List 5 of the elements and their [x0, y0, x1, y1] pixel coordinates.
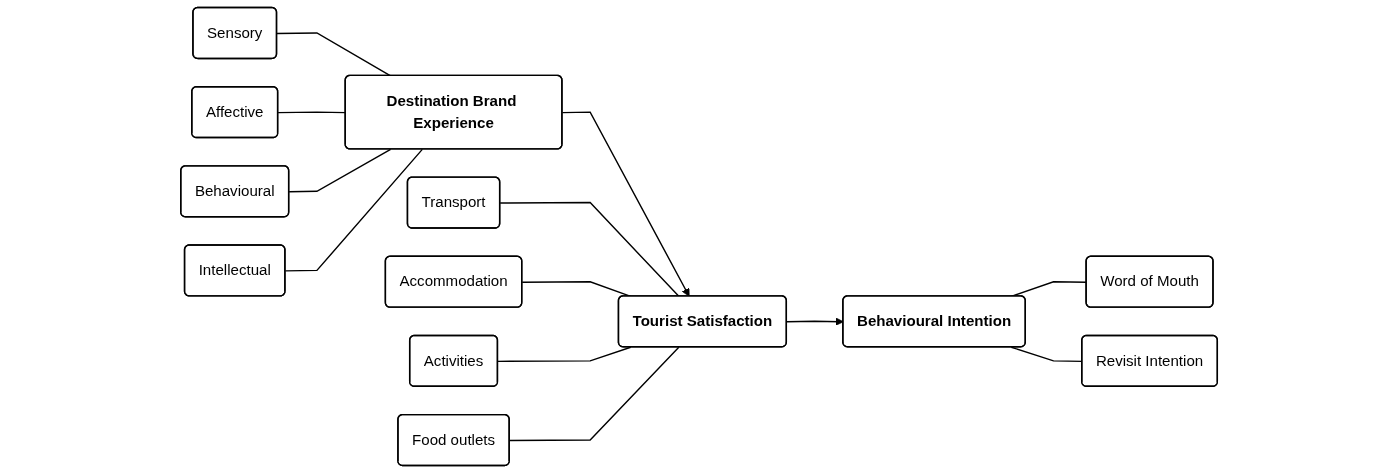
arrow: [562, 111, 691, 297]
connector: [509, 346, 680, 442]
connector: [276, 32, 392, 77]
connector: [285, 148, 424, 272]
connector: [497, 346, 632, 363]
